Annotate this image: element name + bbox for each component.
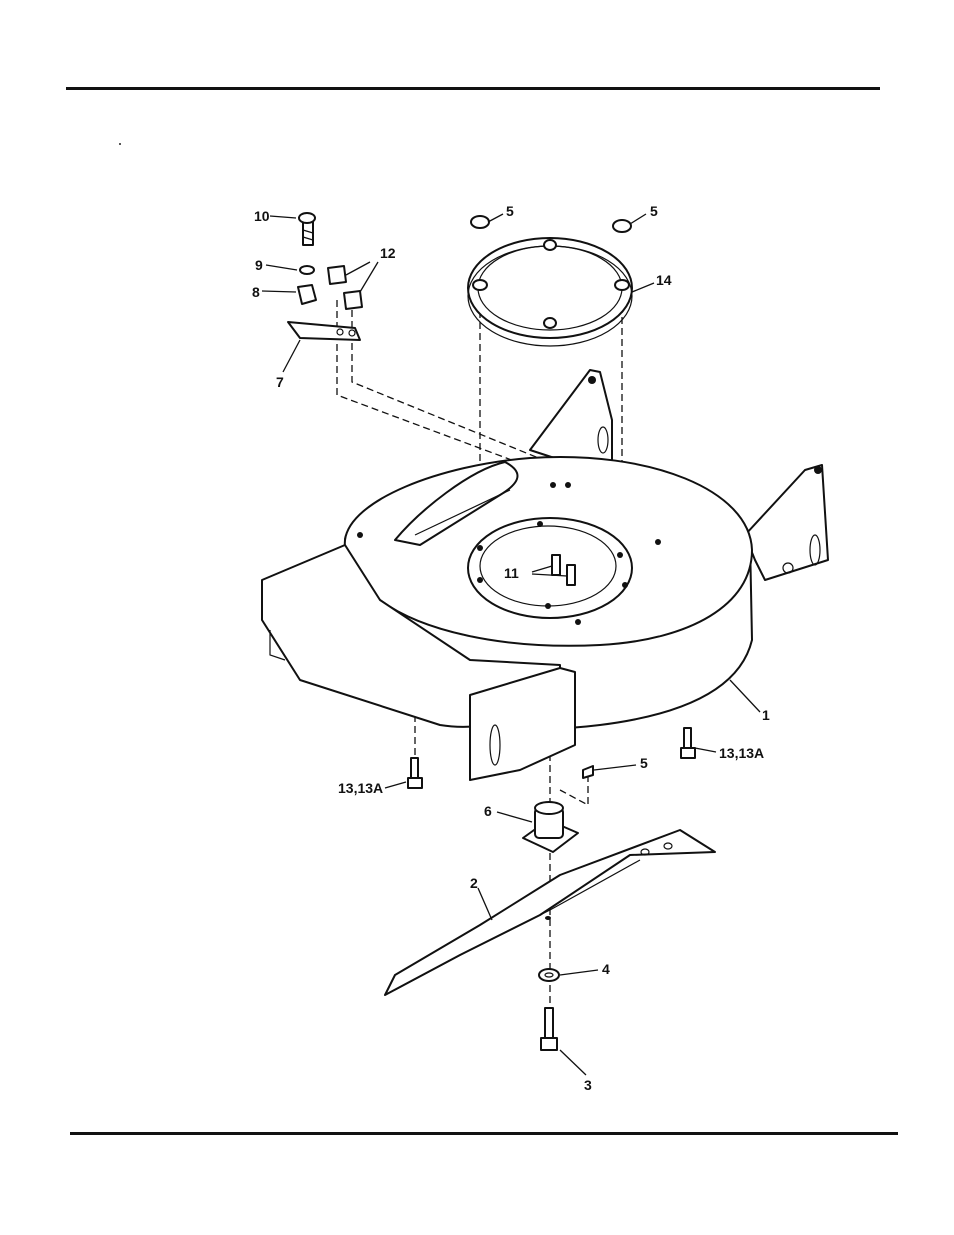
footer-rule [70, 1132, 898, 1135]
callout-1: 1 [762, 707, 770, 723]
blade-adapter [523, 802, 578, 852]
callout-10: 10 [254, 208, 270, 224]
callout-5b: 5 [650, 203, 658, 219]
callout-14: 14 [656, 272, 672, 288]
deck-ring [468, 238, 632, 346]
height-adjuster-parts [288, 213, 362, 340]
callout-2: 2 [470, 875, 478, 891]
callout-9: 9 [255, 257, 263, 273]
callout-13-left: 13,13A [338, 780, 383, 796]
callout-12: 12 [380, 245, 396, 261]
callout-13-right: 13,13A [719, 745, 764, 761]
callout-5c: 5 [640, 755, 648, 771]
callout-11: 11 [504, 565, 519, 581]
callout-5a: 5 [506, 203, 514, 219]
callout-6: 6 [484, 803, 492, 819]
callout-7: 7 [276, 374, 284, 390]
callout-3: 3 [584, 1077, 592, 1093]
callout-4: 4 [602, 961, 610, 977]
callout-8: 8 [252, 284, 260, 300]
